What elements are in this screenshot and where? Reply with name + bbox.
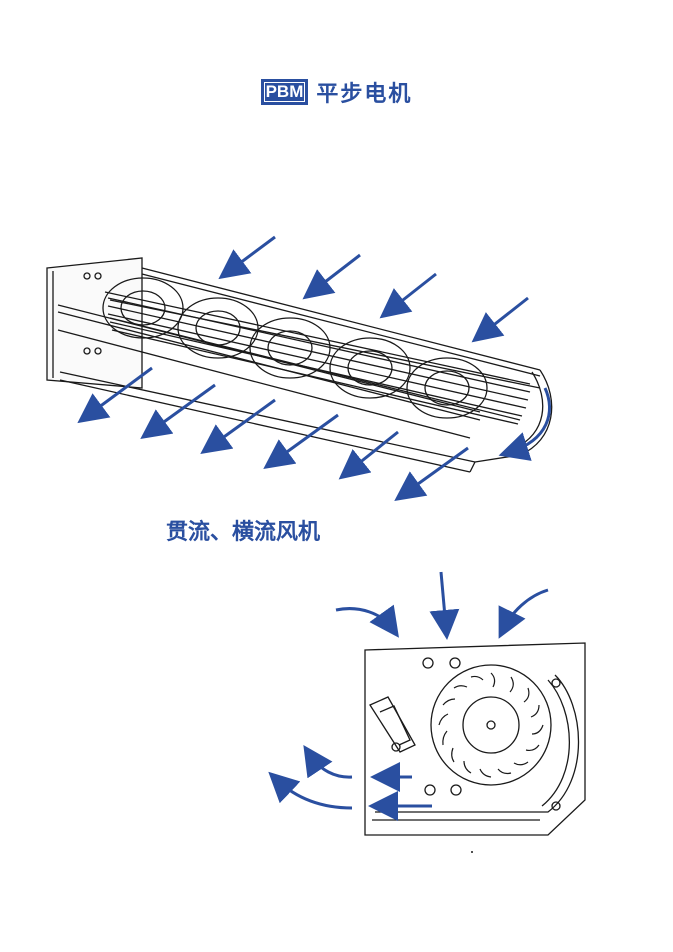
page-header: PBM 平步电机: [0, 76, 673, 108]
airflow-arrow-icon: [268, 571, 549, 821]
airflow-arrow-icon: [77, 235, 551, 502]
dot-mark: [471, 851, 473, 853]
cross-flow-fan-illustration: [46, 257, 553, 473]
logo-icon: PBM: [260, 79, 309, 105]
brand-name: 平步电机: [316, 82, 413, 107]
blower-fan-illustration: [364, 642, 586, 836]
caption: 贯流、横流风机: [166, 520, 321, 545]
